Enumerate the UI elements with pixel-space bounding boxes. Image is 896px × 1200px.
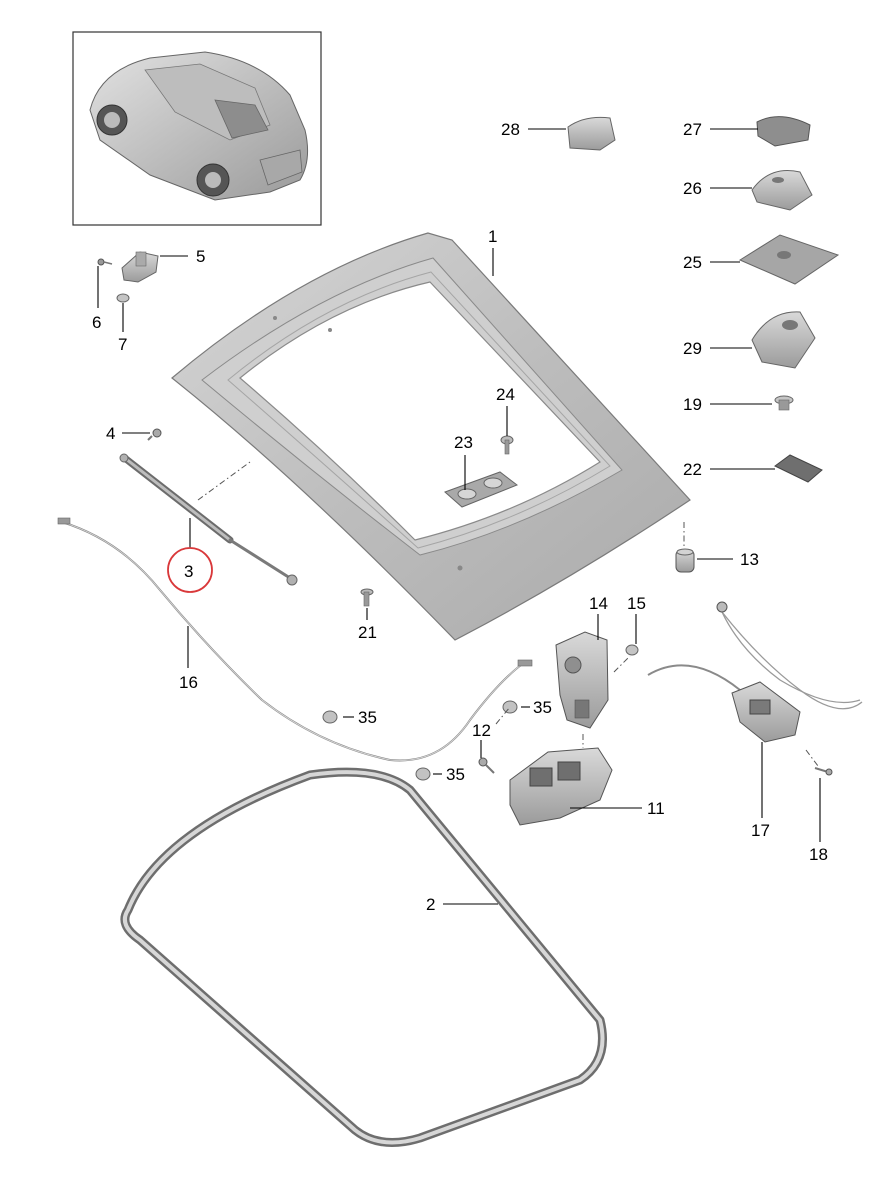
callout-1: 1 [488, 227, 497, 246]
part-27-cap [756, 116, 811, 147]
car-overview-inset [72, 31, 322, 226]
part-35-clip-b [502, 700, 518, 714]
callout-2: 2 [426, 895, 435, 914]
car-illustration [89, 51, 309, 201]
callout-24: 24 [496, 385, 515, 404]
callout-11: 11 [647, 799, 665, 818]
callout-35-a: 35 [358, 708, 377, 727]
part-2-seal [120, 767, 607, 1147]
callout-35-b: 35 [533, 698, 552, 717]
part-25-pad [738, 234, 840, 285]
callout-25: 25 [683, 253, 702, 272]
callout-5: 5 [196, 247, 205, 266]
callout-4: 4 [106, 424, 115, 443]
part-1-rear-lid [171, 232, 691, 641]
part-35-clip-a [322, 710, 338, 724]
part-26-cover [751, 170, 813, 211]
part-7-nut [116, 293, 130, 303]
part-5-bracket [121, 251, 159, 283]
part-29-housing [751, 311, 816, 369]
part-22-pad [774, 454, 823, 483]
callout-23: 23 [454, 433, 473, 452]
callout-3: 3 [184, 562, 193, 581]
callout-19: 19 [683, 395, 702, 414]
callout-14: 14 [589, 594, 608, 613]
part-24-bolt [500, 435, 514, 455]
callout-28: 28 [501, 120, 520, 139]
callout-17: 17 [751, 821, 770, 840]
callout-15: 15 [627, 594, 646, 613]
callout-16: 16 [179, 673, 198, 692]
part-18-screw [814, 767, 833, 776]
callout-labels: 1 5 6 7 4 3 16 21 35 35 35 23 24 14 15 1… [92, 120, 828, 914]
part-17-actuator [647, 601, 863, 743]
callout-21: 21 [358, 623, 377, 642]
part-6-screw [97, 258, 113, 266]
part-13-buffer [675, 548, 695, 573]
part-12-screw [478, 757, 495, 774]
part-28-cap [567, 116, 616, 151]
part-35-clip-c [415, 767, 431, 781]
part-19-plug [774, 395, 794, 411]
callout-35-c: 35 [446, 765, 465, 784]
part-3-gas-strut [119, 453, 298, 586]
part-23-plate [444, 471, 519, 508]
callout-12: 12 [472, 721, 491, 740]
callout-18: 18 [809, 845, 828, 864]
callout-26: 26 [683, 179, 702, 198]
leader-lines [97, 128, 821, 905]
part-14-lock [555, 631, 609, 729]
callout-6: 6 [92, 313, 101, 332]
part-21-bolt [360, 588, 374, 607]
part-11-actuator [509, 747, 613, 826]
part-16-cable [57, 517, 533, 762]
highlight-circle [167, 547, 213, 593]
callout-7: 7 [118, 335, 127, 354]
part-15-nut [625, 644, 639, 656]
assembly-lines [197, 461, 819, 767]
part-4-ball-stud [147, 428, 162, 441]
callout-29: 29 [683, 339, 702, 358]
callout-22: 22 [683, 460, 702, 479]
callout-27: 27 [683, 120, 702, 139]
callout-13: 13 [740, 550, 759, 569]
